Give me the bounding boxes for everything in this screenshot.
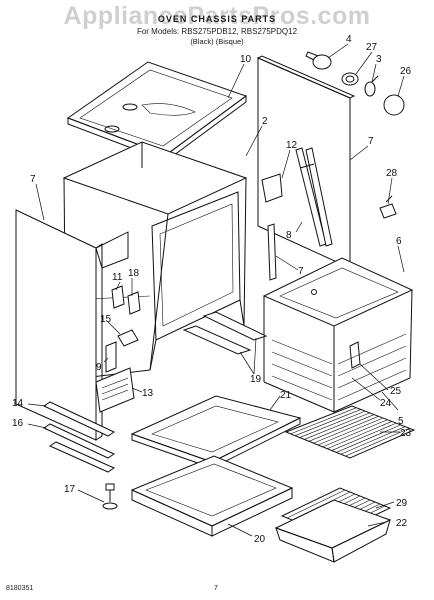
- callout-26: 25: [390, 386, 402, 397]
- callout-2: 2: [262, 116, 268, 127]
- callout-30: 29: [396, 498, 408, 509]
- footer-code: 8180351: [6, 585, 34, 592]
- callout-12: 11: [112, 272, 123, 283]
- callout-22: 21: [280, 390, 292, 401]
- drawer-tray-22: [130, 395, 302, 469]
- top-hardware-group: [305, 51, 405, 116]
- callout-14: 13: [142, 388, 154, 399]
- diagram-title: OVEN CHASSIS PARTS: [157, 14, 277, 24]
- callout-11: 10: [240, 54, 252, 65]
- floor-rails: [182, 311, 268, 355]
- vent-rods: [295, 147, 333, 247]
- watermark-text: AppliancePartsPros.com: [63, 2, 371, 30]
- broil-pan-23: [274, 499, 392, 563]
- callout-labels: 10 2 4 27 3 26 7 7 12 8 7 28 6 11 18 15 …: [12, 34, 412, 545]
- top-cover-panel: [66, 61, 248, 162]
- callout-8: 7: [298, 266, 304, 277]
- switch-box-10: [105, 341, 117, 373]
- oven-rack-24: [284, 405, 416, 459]
- footer-page-number: 7: [214, 585, 218, 592]
- callout-10: 9: [96, 362, 102, 373]
- callout-27: 26: [400, 66, 412, 77]
- callout-9: 8: [286, 230, 292, 241]
- callout-7-right: 7: [368, 136, 374, 147]
- callout-25: 24: [380, 398, 392, 409]
- callout-21: 20: [254, 534, 266, 545]
- bracket-13: [261, 173, 283, 203]
- callout-29: 28: [386, 168, 398, 179]
- brackets-12-19: [111, 285, 141, 315]
- slide-rails: [42, 401, 116, 473]
- callout-18: 17: [64, 484, 76, 495]
- callout-19: 18: [128, 268, 140, 279]
- strip-8: [267, 223, 277, 281]
- leveling-leg-18: [102, 483, 118, 510]
- callout-17: 16: [12, 418, 24, 429]
- connector-16: [117, 329, 139, 347]
- callout-3: 3: [376, 54, 382, 65]
- drawer-21: [130, 455, 294, 537]
- element-box-14: [95, 367, 135, 413]
- model-colors: (Black) (Bisque): [190, 37, 244, 46]
- callout-23: 22: [396, 518, 408, 529]
- callout-24: 23: [400, 428, 412, 439]
- callout-6: 6: [396, 236, 402, 247]
- sensor-29: [379, 195, 397, 219]
- callout-16: 15: [100, 314, 112, 325]
- callout-20: 19: [250, 374, 262, 385]
- model-numbers: For Models: RBS275PDB12, RBS275PDQ12: [136, 27, 298, 36]
- callout-7-left: 7: [30, 174, 36, 185]
- oven-cavity: [262, 257, 414, 413]
- leader-lines: [27, 43, 405, 537]
- callout-13: 12: [286, 140, 298, 151]
- side-panel-left: [15, 209, 129, 441]
- callout-15: 14: [12, 398, 24, 409]
- callout-28: 27: [366, 42, 378, 53]
- callout-4: 4: [346, 34, 352, 45]
- callout-5: 5: [398, 416, 404, 427]
